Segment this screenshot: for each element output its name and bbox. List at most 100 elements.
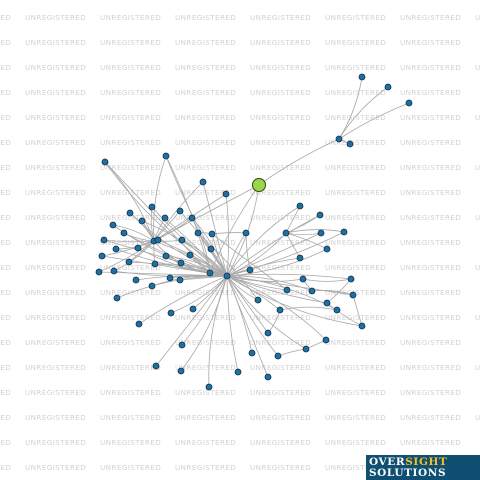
entity-node[interactable] (162, 252, 170, 260)
graph-edge (226, 275, 269, 378)
entity-node[interactable] (347, 275, 355, 283)
entity-node[interactable] (384, 83, 392, 91)
watermark-text: UNREGISTERED (100, 338, 161, 347)
watermark-text: UNREGISTERED (25, 313, 86, 322)
entity-node[interactable] (358, 322, 366, 330)
entity-node[interactable] (98, 252, 106, 260)
watermark-text: UNREGISTERED (175, 288, 236, 297)
graph-edge (226, 214, 321, 277)
graph-edge (101, 240, 155, 257)
entity-node[interactable] (151, 260, 159, 268)
watermark-text: UNREGISTERED (25, 388, 86, 397)
entity-node[interactable] (254, 296, 262, 304)
entity-node[interactable] (138, 217, 146, 225)
entity-node[interactable] (112, 245, 120, 253)
entity-node[interactable] (302, 345, 310, 353)
entity-node[interactable] (100, 236, 108, 244)
entity-node[interactable] (148, 203, 156, 211)
entity-node[interactable] (205, 383, 213, 391)
entity-node[interactable] (126, 209, 134, 217)
entity-node[interactable] (223, 272, 231, 280)
entity-node[interactable] (176, 207, 184, 215)
entity-node[interactable] (132, 276, 140, 284)
entity-node[interactable] (120, 229, 128, 237)
entity-node[interactable] (405, 99, 413, 107)
entity-node[interactable] (264, 373, 272, 381)
entity-node[interactable] (340, 228, 348, 236)
entity-node[interactable] (276, 306, 284, 314)
entity-node[interactable] (274, 352, 282, 360)
entity-node[interactable] (152, 362, 160, 370)
entity-node[interactable] (316, 211, 324, 219)
watermark-text: UNREGISTERED (100, 363, 161, 372)
focus-entity-node[interactable] (252, 178, 266, 192)
watermark-text: UNREGISTERED (25, 413, 86, 422)
entity-node[interactable] (358, 73, 366, 81)
entity-node[interactable] (177, 259, 185, 267)
graph-edge (226, 275, 281, 311)
entity-node[interactable] (199, 178, 207, 186)
watermark-text: UNREGISTERED (475, 263, 480, 272)
entity-node[interactable] (125, 258, 133, 266)
entity-node[interactable] (166, 274, 174, 282)
watermark-text: UNREGISTERED (25, 238, 86, 247)
entity-node[interactable] (110, 267, 118, 275)
entity-node[interactable] (161, 214, 169, 222)
entity-node[interactable] (246, 266, 254, 274)
entity-node[interactable] (154, 236, 162, 244)
watermark-text: UNREGISTERED (400, 438, 461, 447)
entity-node[interactable] (134, 244, 142, 252)
watermark-text: UNREGISTERED (325, 438, 386, 447)
entity-node[interactable] (346, 140, 354, 148)
entity-node[interactable] (189, 305, 197, 313)
watermark-text: UNREGISTERED (400, 13, 461, 22)
entity-node[interactable] (333, 306, 341, 314)
entity-node[interactable] (188, 214, 196, 222)
entity-node[interactable] (178, 236, 186, 244)
entity-node[interactable] (317, 229, 325, 237)
entity-node[interactable] (208, 230, 216, 238)
entity-node[interactable] (207, 245, 215, 253)
entity-node[interactable] (323, 245, 331, 253)
watermark-text: UNREGISTERED (0, 313, 11, 322)
entity-node[interactable] (283, 286, 291, 294)
entity-node[interactable] (248, 349, 256, 357)
entity-node[interactable] (264, 329, 272, 337)
entity-node[interactable] (322, 336, 330, 344)
entity-node[interactable] (135, 320, 143, 328)
entity-node[interactable] (194, 229, 202, 237)
entity-node[interactable] (186, 251, 194, 259)
entity-node[interactable] (95, 268, 103, 276)
entity-node[interactable] (177, 367, 185, 375)
entity-node[interactable] (113, 294, 121, 302)
entity-node[interactable] (308, 287, 316, 295)
graph-edge (104, 161, 211, 274)
entity-node[interactable] (242, 229, 250, 237)
graph-edge (302, 278, 352, 282)
entity-node[interactable] (206, 269, 214, 277)
entity-node[interactable] (335, 135, 343, 143)
entity-node[interactable] (234, 368, 242, 376)
entity-node[interactable] (101, 158, 109, 166)
entity-node[interactable] (176, 276, 184, 284)
entity-node[interactable] (349, 291, 357, 299)
entity-node[interactable] (178, 341, 186, 349)
watermark-text: UNREGISTERED (25, 438, 86, 447)
entity-node[interactable] (162, 152, 170, 160)
entity-node[interactable] (296, 254, 304, 262)
entity-node[interactable] (296, 202, 304, 210)
entity-node[interactable] (323, 299, 331, 307)
entity-node[interactable] (109, 221, 117, 229)
watermark-text: UNREGISTERED (0, 88, 11, 97)
entity-node[interactable] (299, 275, 307, 283)
entity-node[interactable] (222, 190, 230, 198)
watermark-text: UNREGISTERED (325, 388, 386, 397)
entity-node[interactable] (148, 282, 156, 290)
oversight-solutions-logo: OVERSIGHT SOLUTIONS (366, 455, 480, 480)
watermark-text: UNREGISTERED (175, 363, 236, 372)
watermark-text: UNREGISTERED (0, 38, 11, 47)
entity-node[interactable] (282, 229, 290, 237)
watermark-text: UNREGISTERED (250, 313, 311, 322)
watermark-text: UNREGISTERED (0, 288, 11, 297)
entity-node[interactable] (167, 309, 175, 317)
